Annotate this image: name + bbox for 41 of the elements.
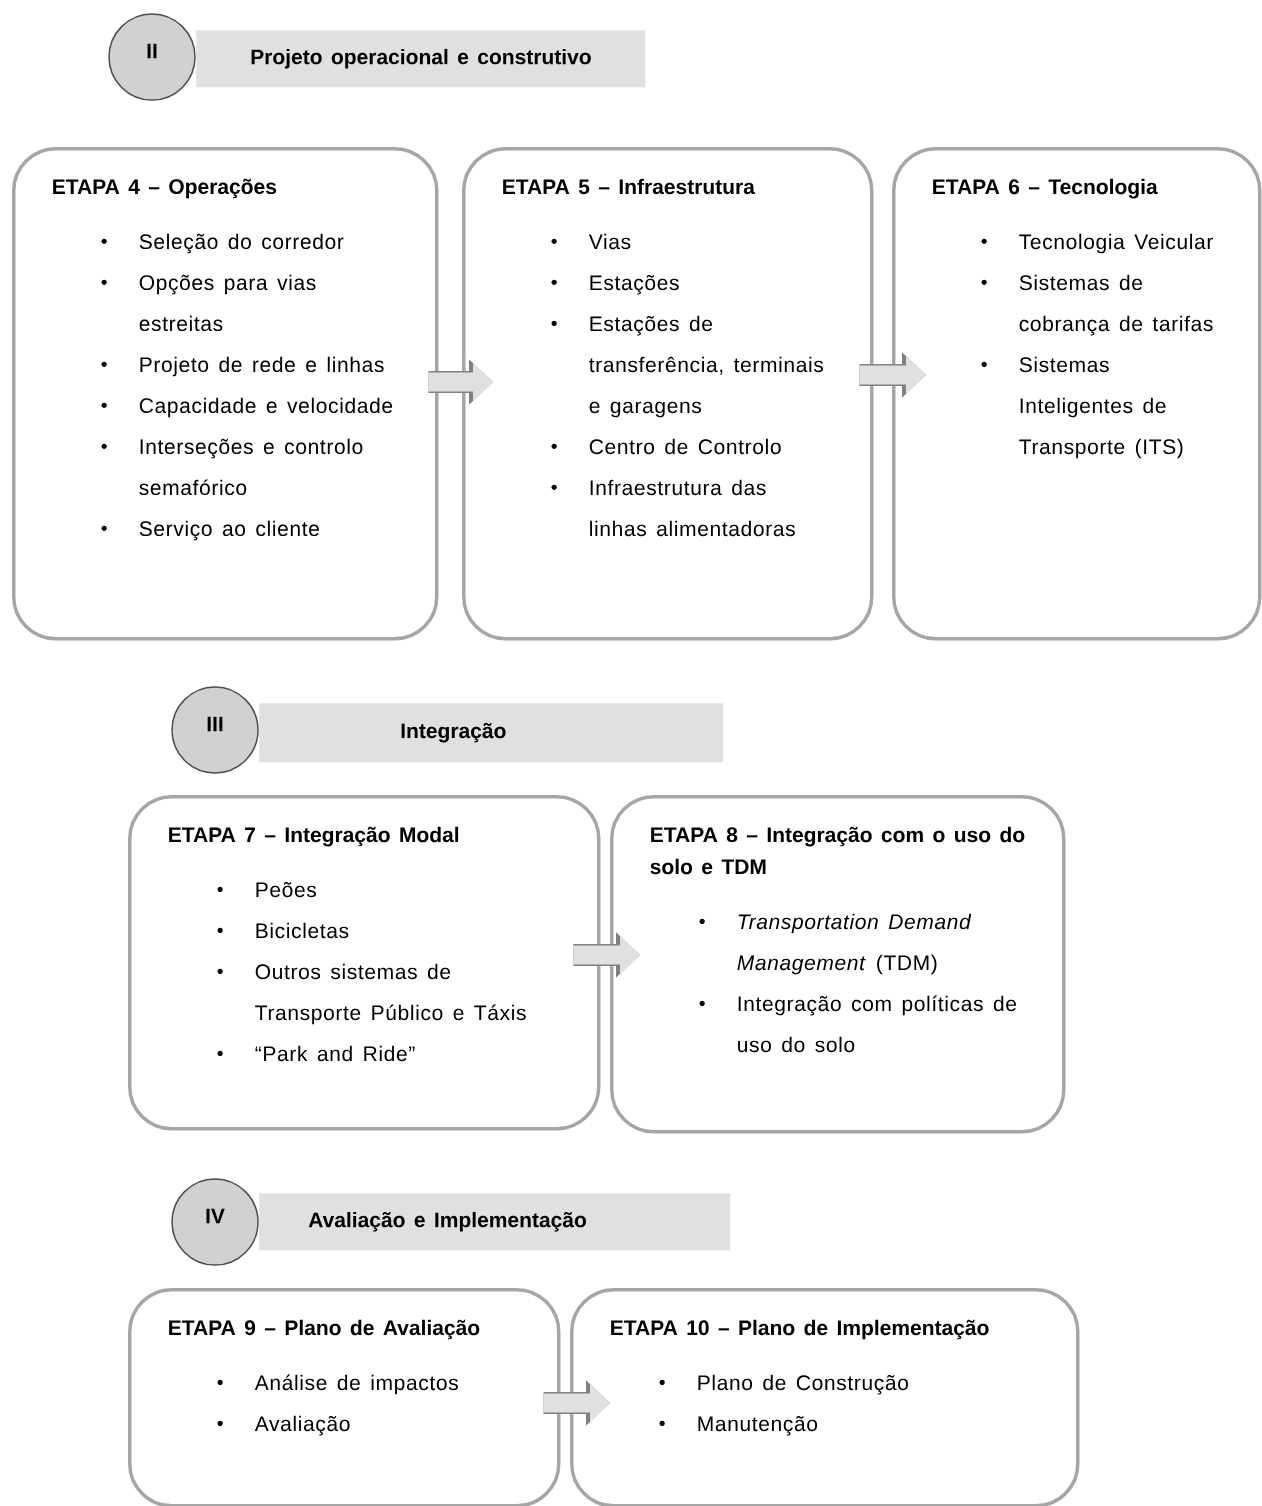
list-item: Serviço ao cliente: [139, 520, 319, 541]
box-heading: ETAPA 6 – Tecnologia: [933, 178, 1158, 199]
list-item: Estações de transferência, terminais e garagens: [589, 315, 824, 418]
list-item: Avaliação: [254, 1415, 350, 1436]
list-item: “Park and Ride”: [255, 1045, 415, 1062]
list-item: Estações: [590, 274, 679, 295]
stage-box: [128, 1288, 561, 1506]
section-banner: Avaliação e Implementação: [259, 1193, 731, 1251]
list-item: Centro de Controlo: [589, 438, 781, 455]
box-heading: ETAPA 8 – Integração com o uso do solo e TDM: [650, 826, 1025, 875]
box-heading: ETAPA 4 – Operações: [53, 178, 277, 199]
list-item: Integração com políticas de uso do solo: [738, 995, 1016, 1053]
stage-box: [128, 795, 601, 1131]
list-item: Opções para vias estreitas: [139, 274, 316, 332]
list-item: Análise de impactos: [254, 1374, 458, 1395]
box-heading: ETAPA 10 – Plano de Implementação: [611, 1319, 989, 1340]
list-item: Projeto de rede e linhas: [140, 356, 384, 377]
list-item: Sistemas de cobrança de tarifas: [1019, 274, 1213, 336]
list-item: Sistemas Inteligentes de Transporte (ITS): [1019, 356, 1183, 459]
box-heading: ETAPA 9 – Plano de Avaliação: [169, 1319, 480, 1340]
section-banner: Projeto operacional e construtivo: [196, 30, 646, 88]
list-item: Peões: [256, 881, 316, 898]
list-item: Capacidade e velocidade: [139, 397, 393, 418]
section-banner: Integração: [259, 703, 724, 763]
list-item: Tecnologia Veicular: [1019, 233, 1213, 254]
stage-box: [610, 795, 1066, 1134]
list-item: Vias: [588, 233, 631, 250]
list-item: Transportation Demand Management (TDM): [737, 913, 972, 975]
list-item: Bicicletas: [256, 922, 349, 939]
stage-box: [892, 147, 1262, 641]
list-item: Seleção do corredor: [139, 233, 344, 254]
stage-box: [12, 147, 439, 641]
stage-box: [462, 147, 874, 641]
box-heading: ETAPA 5 – Infraestrutura: [503, 178, 755, 195]
list-item: Plano de Construção: [698, 1374, 908, 1395]
list-item: Outros sistemas de Transporte Público e Táxis: [255, 963, 526, 1025]
stage-box: [570, 1288, 1080, 1506]
list-item: Manutenção: [698, 1415, 818, 1436]
list-item: Infraestrutura das linhas alimentadoras: [590, 479, 795, 537]
list-item: Interseções e controlo semafórico: [139, 438, 363, 496]
box-heading: ETAPA 7 – Integração Modal: [169, 826, 459, 847]
